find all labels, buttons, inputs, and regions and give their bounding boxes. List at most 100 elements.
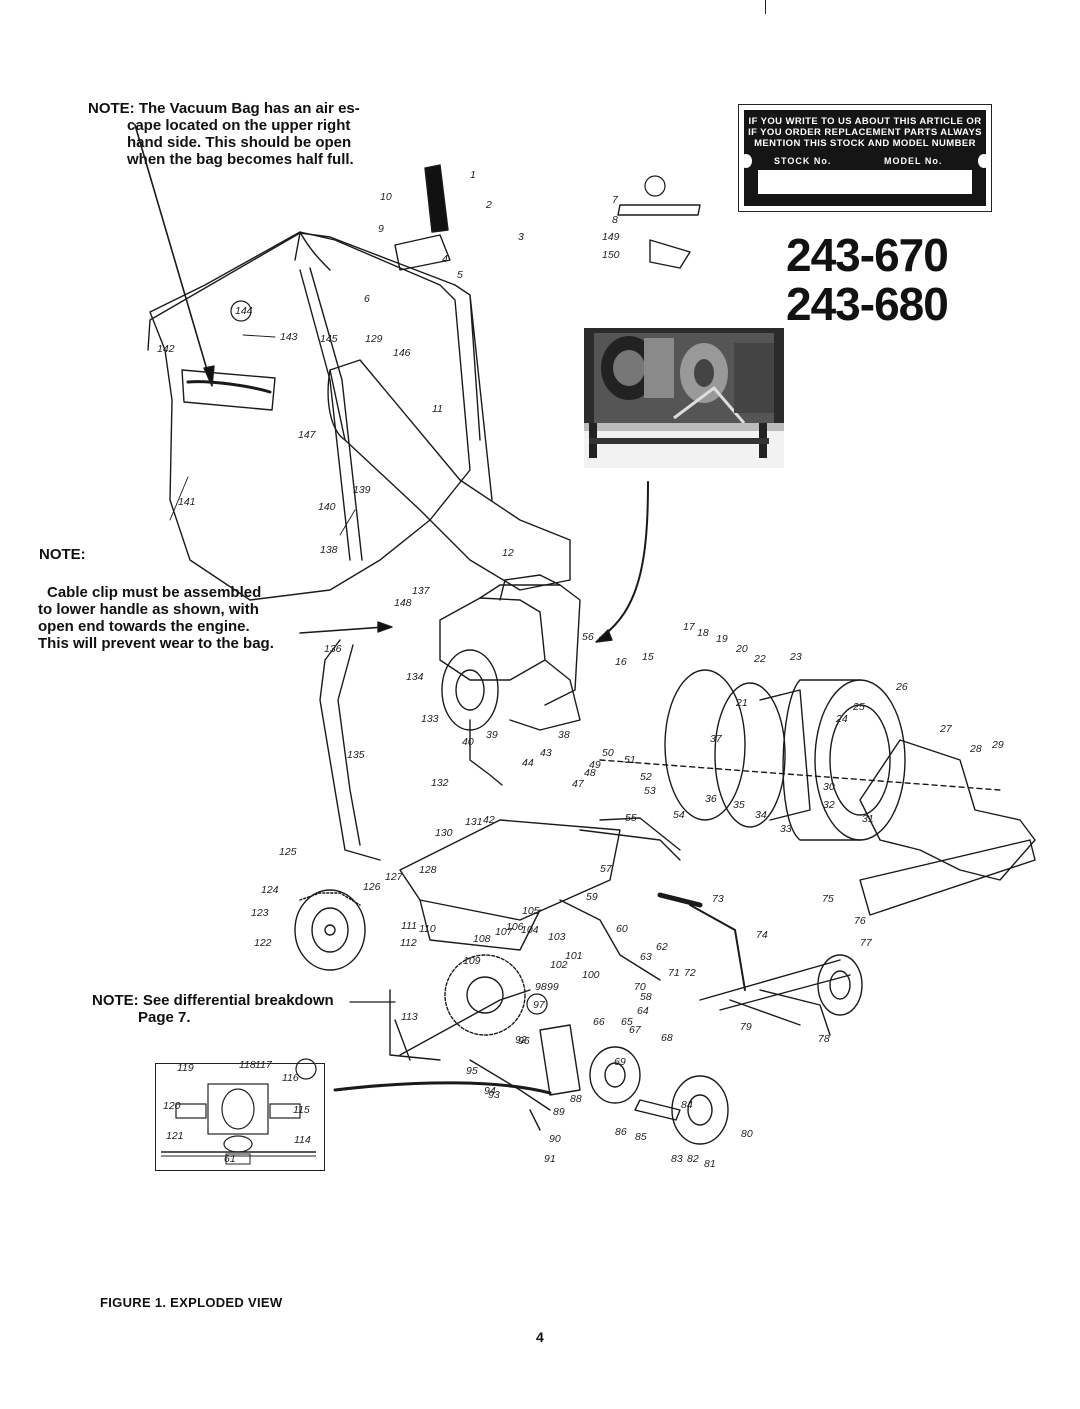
part-callout-5: 5: [457, 269, 463, 281]
part-callout-84: 84: [681, 1099, 693, 1111]
part-callout-30: 30: [823, 781, 835, 793]
part-callout-42: 42: [483, 814, 495, 826]
drive-pulley: [589, 1046, 641, 1104]
part-callout-111: 111: [401, 920, 417, 932]
part-callout-82: 82: [687, 1153, 699, 1165]
part-callout-76: 76: [854, 915, 866, 927]
part-callout-3: 3: [518, 231, 524, 243]
part-callout-12: 12: [502, 547, 514, 559]
plate-stock-label: STOCK No.: [774, 156, 832, 166]
part-callout-49: 49: [589, 759, 601, 771]
part-callout-81: 81: [704, 1158, 716, 1170]
part-callout-139: 139: [353, 484, 371, 496]
part-callout-145: 145: [320, 333, 338, 345]
part-callout-60: 60: [616, 923, 628, 935]
part-callout-147: 147: [298, 429, 317, 441]
part-callout-141: 141: [178, 496, 196, 508]
part-callout-123: 123: [251, 907, 269, 919]
part-callout-126: 126: [363, 881, 381, 893]
plate-line: IF YOU WRITE TO US ABOUT THIS ARTICLE OR: [748, 116, 982, 127]
part-callout-100: 100: [582, 969, 600, 981]
part-callout-59: 59: [586, 891, 598, 903]
part-callout-15: 15: [642, 651, 654, 663]
stock-model-plate-frame: IF YOU WRITE TO US ABOUT THIS ARTICLE OR…: [738, 104, 992, 212]
part-callout-124: 124: [261, 884, 279, 896]
note-line: Page 7.: [138, 1009, 191, 1026]
part-callout-137: 137: [412, 585, 431, 597]
part-callout-37: 37: [710, 733, 723, 745]
note-line: This will prevent wear to the bag.: [38, 635, 274, 652]
part-callout-24: 24: [835, 713, 848, 725]
left-wheel: [294, 889, 366, 971]
part-callout-38: 38: [558, 729, 570, 741]
part-callout-75: 75: [822, 893, 834, 905]
part-callout-18: 18: [697, 627, 709, 639]
part-callout-34: 34: [755, 809, 767, 821]
part-callout-4: 4: [442, 253, 448, 265]
vacuum-bag: [149, 231, 471, 601]
part-callout-125: 125: [279, 846, 297, 858]
vacuum-bag-note: NOTE: The Vacuum Bag has an air es- cape…: [88, 100, 388, 168]
part-callout-85: 85: [635, 1131, 647, 1143]
part-callout-102: 102: [550, 959, 568, 971]
part-callout-40: 40: [462, 736, 474, 748]
part-callout-121: 121: [166, 1130, 184, 1142]
part-callout-135: 135: [347, 749, 365, 761]
differential-drawing: [161, 1083, 316, 1165]
plate-line: MENTION THIS STOCK AND MODEL NUMBER: [754, 138, 976, 149]
part-callout-74: 74: [756, 929, 768, 941]
part-callout-118: 118: [239, 1059, 256, 1071]
part-callout-88: 88: [570, 1093, 582, 1105]
part-callout-22: 22: [753, 653, 766, 665]
part-callout-11: 11: [432, 403, 443, 415]
note-arrow: [599, 481, 649, 639]
part-callout-110: 110: [419, 923, 436, 935]
note-line: to lower handle as shown, with: [38, 601, 259, 618]
part-callout-113: 113: [401, 1011, 418, 1023]
part-callout-69: 69: [614, 1056, 626, 1068]
part-callout-33: 33: [780, 823, 792, 835]
part-callout-58: 58: [640, 991, 652, 1003]
part-callout-62: 62: [656, 941, 668, 953]
part-callout-55: 55: [625, 812, 637, 824]
part-callout-47: 47: [572, 778, 585, 790]
part-callout-63: 63: [640, 951, 652, 963]
note-line: hand side. This should be open: [127, 134, 352, 151]
part-callout-53: 53: [644, 785, 656, 797]
part-callout-140: 140: [318, 501, 336, 513]
cable-clip-note: Cable clip must be assembled to lower ha…: [38, 584, 308, 652]
part-callout-61: 61: [224, 1153, 236, 1165]
page-mark: [765, 0, 766, 14]
page-number: 4: [536, 1329, 544, 1345]
part-callout-27: 27: [939, 723, 953, 735]
part-callout-142: 142: [157, 343, 175, 355]
part-callout-36: 36: [705, 793, 717, 805]
part-callout-2: 2: [485, 199, 492, 211]
plate-line: IF YOU ORDER REPLACEMENT PARTS ALWAYS: [748, 127, 982, 138]
part-callout-104: 104: [521, 924, 539, 936]
part-callout-136: 136: [324, 643, 342, 655]
part-callout-119: 119: [177, 1062, 194, 1074]
part-callout-98: 98: [535, 981, 547, 993]
part-callout-19: 19: [716, 633, 728, 645]
note-line: Cable clip must be assembled: [47, 584, 262, 601]
front-axle: [699, 959, 851, 1011]
plate-rivet: [978, 154, 990, 168]
part-callout-6: 6: [364, 293, 370, 305]
plate-blank-field: [758, 170, 972, 194]
part-callout-56: 56: [582, 631, 594, 643]
part-callout-148: 148: [394, 597, 412, 609]
part-callout-115: 115: [293, 1104, 310, 1116]
part-callout-23: 23: [789, 651, 802, 663]
part-callout-108: 108: [473, 933, 491, 945]
upper-handle: [147, 232, 456, 351]
front-wheel: [671, 1075, 729, 1145]
part-callout-64: 64: [637, 1005, 649, 1017]
note-arrow: [333, 1081, 552, 1095]
engine-photo-inset: [584, 328, 784, 468]
part-callout-94: 94: [484, 1085, 496, 1097]
note-line: open end towards the engine.: [38, 618, 250, 635]
part-callout-66: 66: [593, 1016, 605, 1028]
part-callout-91: 91: [544, 1153, 556, 1165]
